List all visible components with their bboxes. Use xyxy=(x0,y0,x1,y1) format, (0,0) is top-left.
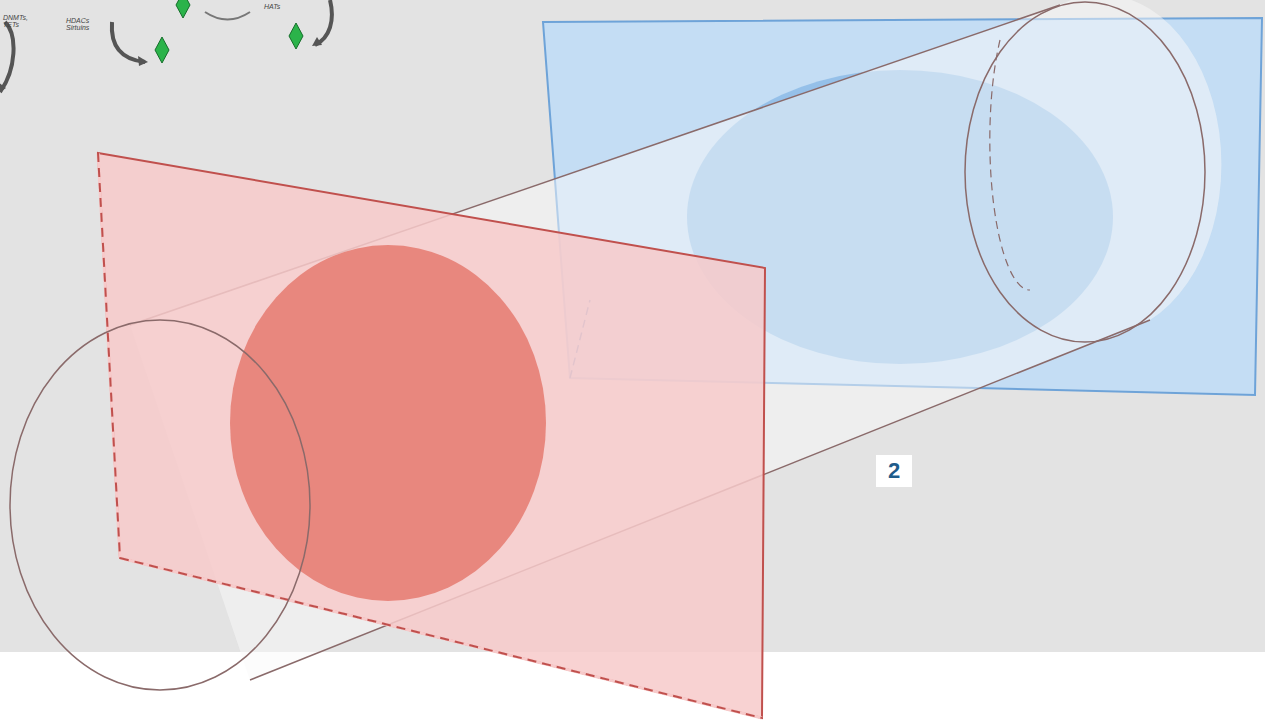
enzyme-label: HATs xyxy=(264,3,294,10)
callout-number: 2 xyxy=(876,455,912,487)
enzyme-label: HDACs Sirtuins xyxy=(66,17,106,32)
enzyme-label: DNMTs, TETs xyxy=(3,14,37,29)
